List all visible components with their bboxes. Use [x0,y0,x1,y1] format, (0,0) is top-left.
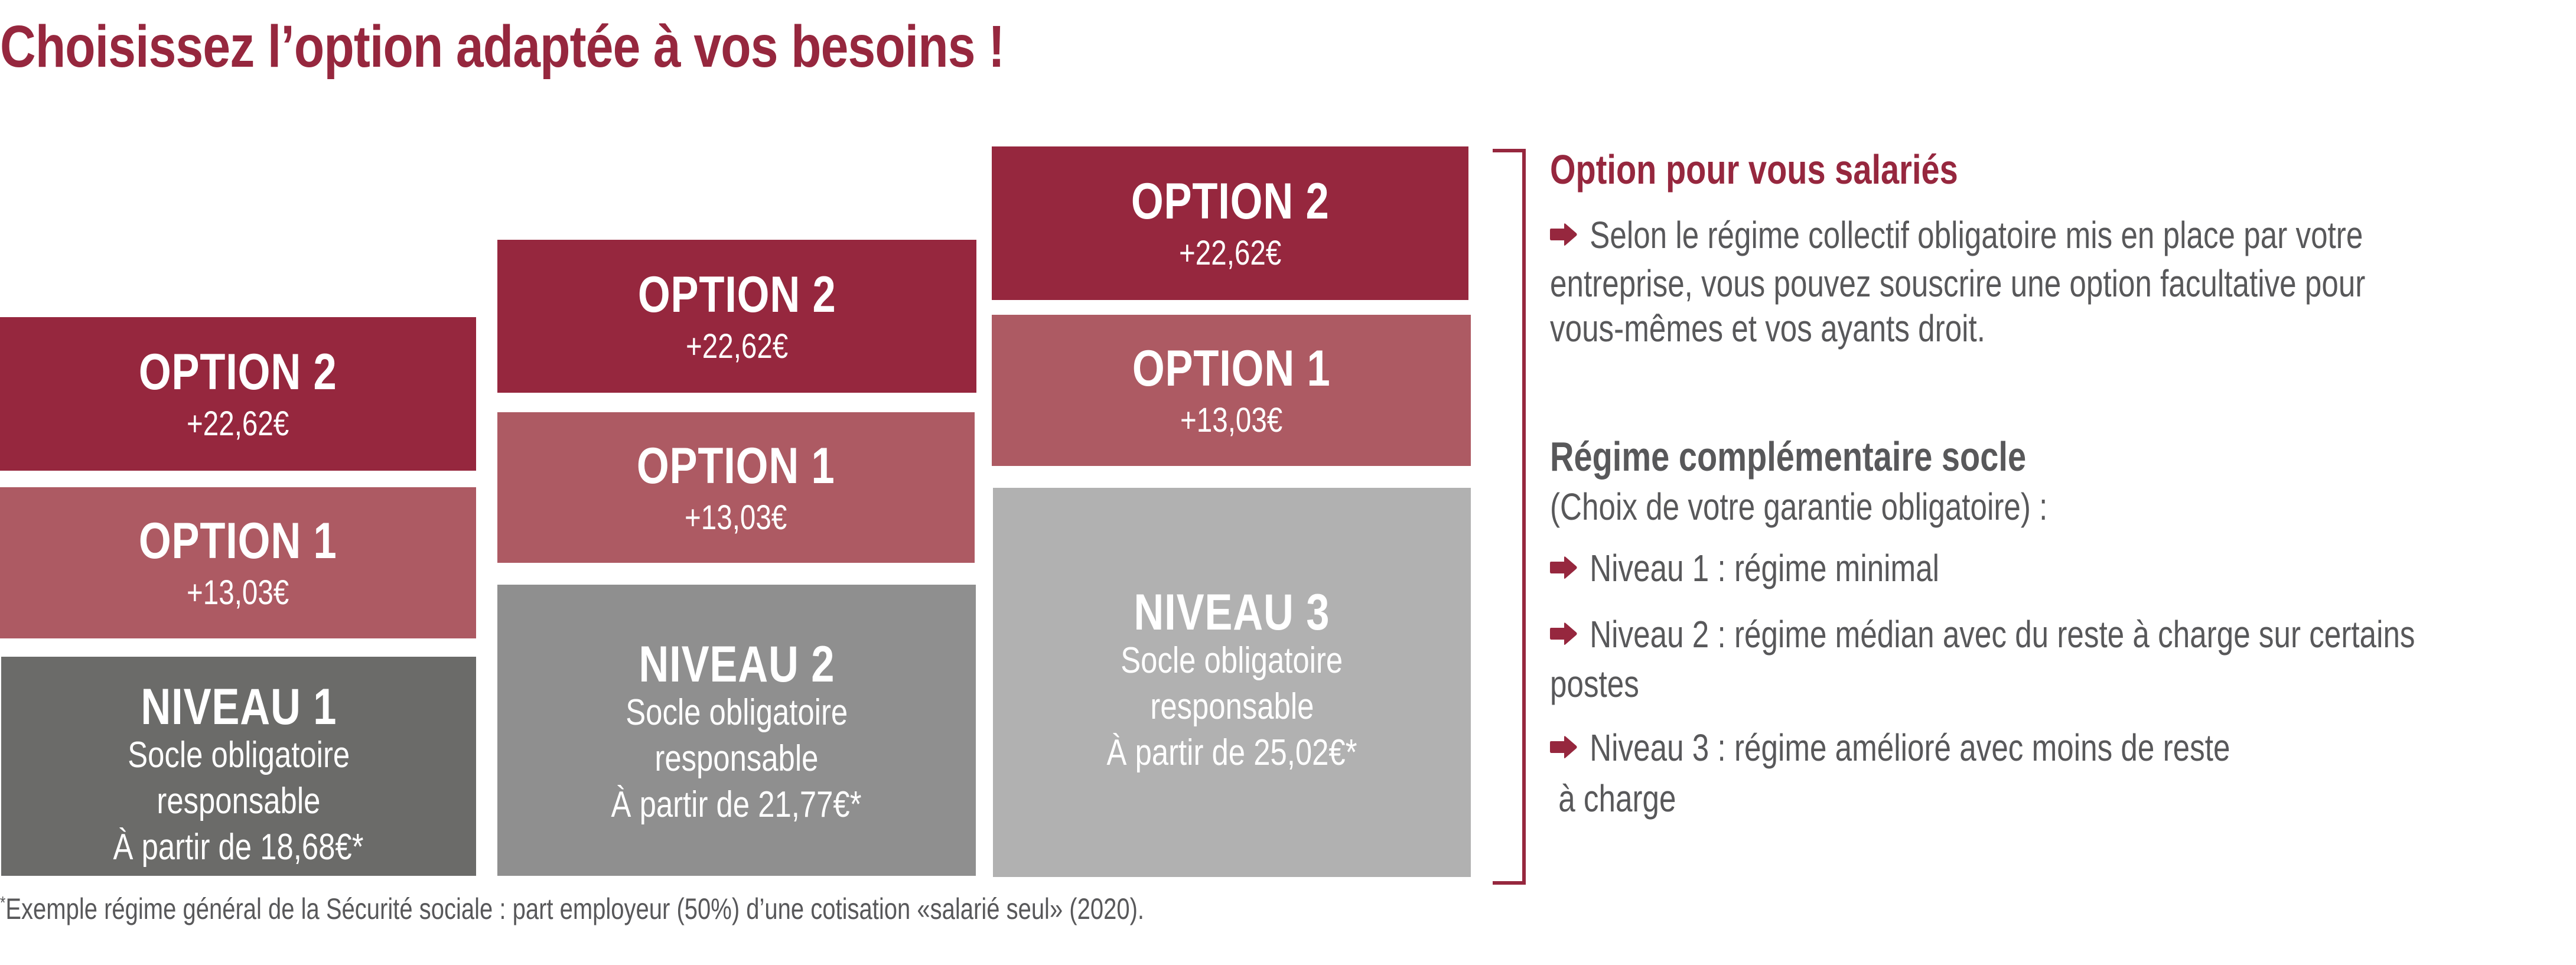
footnote-marker: * [0,893,6,913]
socle-heading: Régime complémentaire socle [1550,433,2027,480]
column-1-niveau-1: NIVEAU 1 Socle obligatoire responsable À… [1,657,476,876]
option-paragraph-text: Selon le régime collectif obligatoire mi… [1590,214,2363,256]
column-2-option-1: OPTION 1 +13,03€ [497,412,975,563]
niveau-description-line-1: Socle obligatoire [128,735,350,775]
option-price: +22,62€ [1178,234,1282,272]
column-2-niveau-2: NIVEAU 2 Socle obligatoire responsable À… [497,585,976,876]
niveau-label: NIVEAU 2 [639,636,835,693]
column-3-option-1: OPTION 1 +13,03€ [992,315,1471,466]
level-item-text: Niveau 3 : régime amélioré avec moins de… [1590,726,2230,769]
option-paragraph-line-3: vous-mêmes et vos ayants droit. [1550,307,1985,350]
option-price: +22,62€ [187,405,289,443]
option-paragraph-line-2: entreprise, vous pouvez souscrire une op… [1550,262,2366,305]
column-3-niveau-3: NIVEAU 3 Socle obligatoire responsable À… [993,488,1471,877]
option-label: OPTION 1 [1132,340,1331,397]
level-item-3-continuation: à charge [1550,777,1676,820]
column-3-option-2: OPTION 2 +22,62€ [992,146,1468,300]
option-label: OPTION 1 [637,437,835,494]
niveau-price: À partir de 18,68€* [113,827,364,868]
level-item-text: Niveau 1 : régime minimal [1590,547,1940,589]
footnote: *Exemple régime général de la Sécurité s… [0,892,1144,926]
level-item-3: Niveau 3 : régime amélioré avec moins de… [1550,729,2230,767]
socle-subheading: (Choix de votre garantie obligatoire) : [1550,485,2048,528]
option-price: +13,03€ [685,498,787,537]
column-1-option-2: OPTION 2 +22,62€ [0,317,476,471]
arrow-right-icon [1550,556,1577,579]
niveau-price: À partir de 21,77€* [611,784,862,825]
page-title: Choisissez l’option adaptée à vos besoin… [0,14,1005,80]
niveau-description-line-2: responsable [654,738,819,779]
option-heading: Option pour vous salariés [1550,146,1958,193]
niveau-price: À partir de 25,02€* [1106,732,1357,773]
arrow-right-icon [1550,622,1577,645]
option-label: OPTION 2 [637,266,836,323]
option-label: OPTION 2 [139,344,337,400]
bracket-divider [1493,149,1526,885]
column-2-option-2: OPTION 2 +22,62€ [497,240,976,393]
level-item-2-continuation: postes [1550,663,1639,705]
column-1-option-1: OPTION 1 +13,03€ [0,487,476,638]
footnote-text: Exemple régime général de la Sécurité so… [5,892,1145,925]
option-paragraph-line-1: Selon le régime collectif obligatoire mi… [1550,216,2363,254]
option-price: +13,03€ [187,573,289,612]
niveau-description-line-2: responsable [1149,686,1314,727]
level-item-2: Niveau 2 : régime médian avec du reste à… [1550,615,2415,653]
niveau-label: NIVEAU 3 [1134,584,1330,641]
level-item-text: Niveau 2 : régime médian avec du reste à… [1590,613,2415,656]
level-item-1: Niveau 1 : régime minimal [1550,549,1939,587]
arrow-right-icon [1550,223,1577,246]
arrow-right-icon [1550,736,1577,759]
option-label: OPTION 1 [139,513,337,569]
niveau-label: NIVEAU 1 [141,679,337,735]
option-price: +13,03€ [1180,401,1283,439]
option-label: OPTION 2 [1131,173,1330,230]
niveau-description-line-1: Socle obligatoire [626,692,848,733]
niveau-description-line-2: responsable [157,781,321,821]
option-price: +22,62€ [685,327,789,366]
niveau-description-line-1: Socle obligatoire [1121,640,1343,681]
